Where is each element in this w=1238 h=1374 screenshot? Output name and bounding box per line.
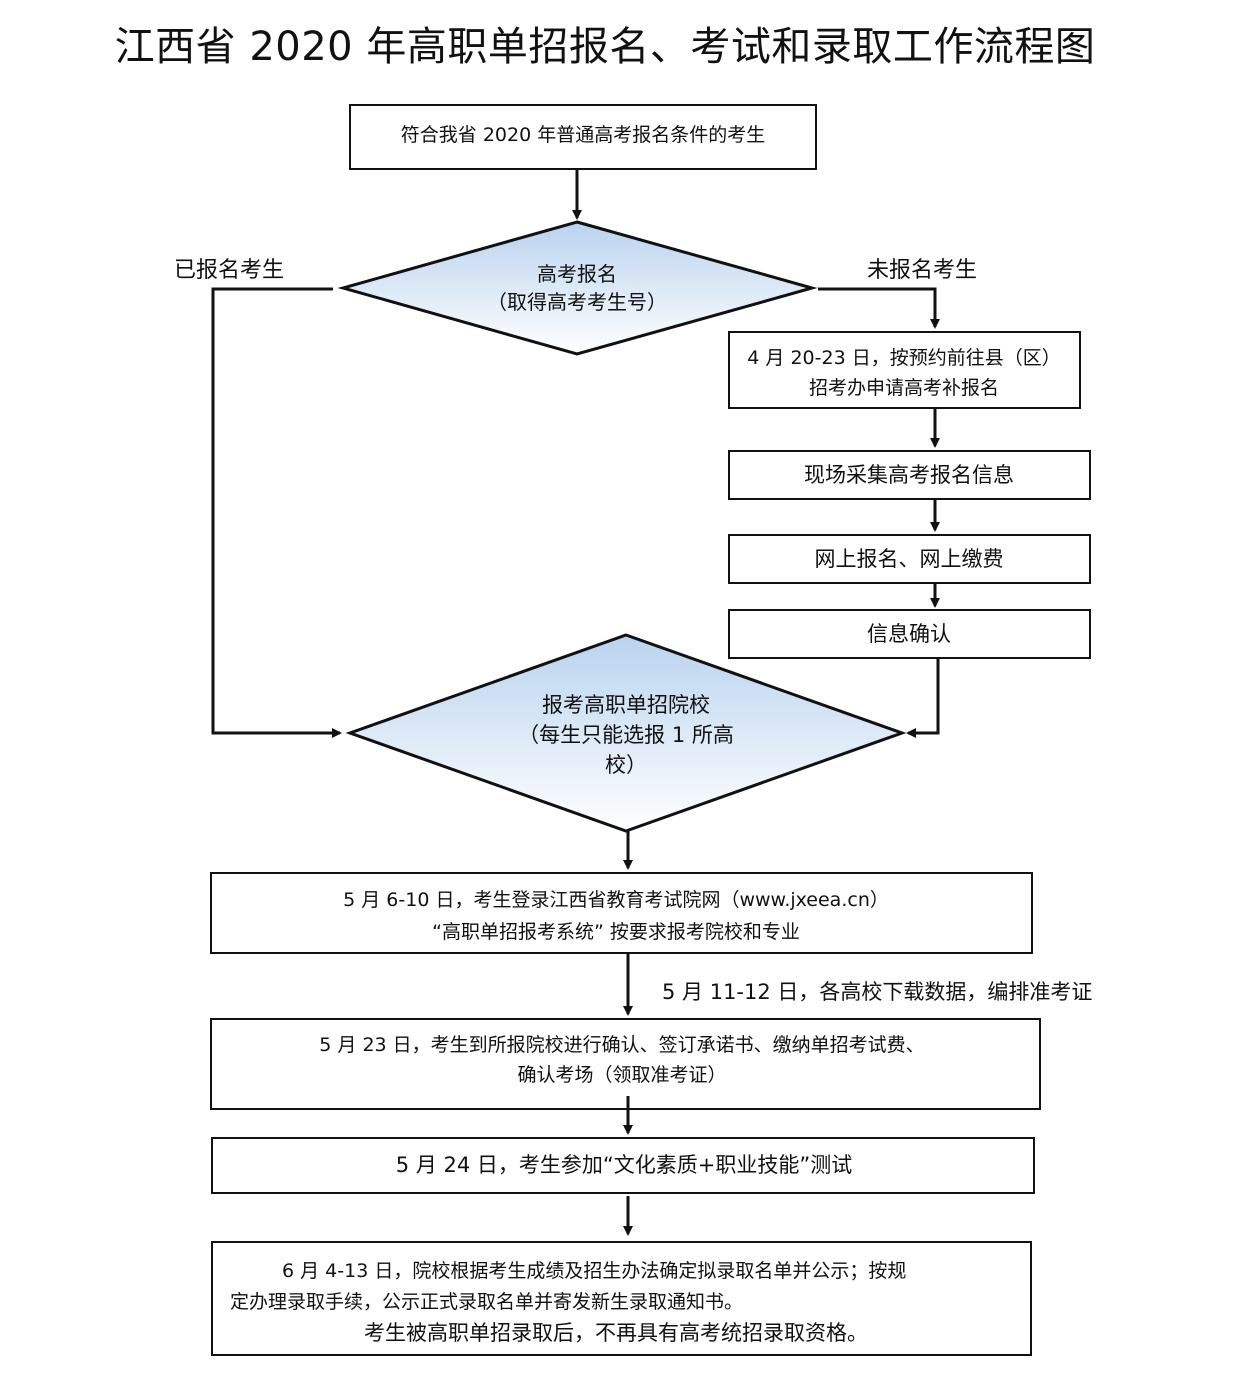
registered-label: 已报名考生 bbox=[174, 258, 284, 283]
node-start: 符合我省 2020 年普通高考报名条件的考生 bbox=[349, 104, 817, 170]
node-exam: 5 月 24 日，考生参加“文化素质+职业技能”测试 bbox=[211, 1137, 1035, 1194]
collect-box bbox=[728, 450, 1091, 500]
admission-text-1: 6 月 4-13 日，院校根据考生成绩及招生办法确定拟录取名单并公示；按规 bbox=[282, 1260, 906, 1282]
admission-text-2: 定办理录取手续，公示正式录取名单并寄发新生录取通知书。 bbox=[230, 1291, 743, 1313]
signup-diamond bbox=[337, 220, 818, 356]
node-gaokao-signup: 高考报名 （取得高考考生号） bbox=[337, 220, 818, 356]
school-confirm-box bbox=[210, 1018, 1041, 1110]
online-apply-box bbox=[210, 872, 1033, 954]
node-admission: 6 月 4-13 日，院校根据考生成绩及招生办法确定拟录取名单并公示；按规 定办… bbox=[211, 1241, 1032, 1356]
start-box bbox=[349, 104, 817, 170]
supplement-text-1: 4 月 20-23 日，按预约前往县（区） bbox=[747, 347, 1060, 369]
unregistered-label: 未报名考生 bbox=[867, 258, 977, 283]
supplement-box bbox=[728, 331, 1081, 409]
node-collect-info: 现场采集高考报名信息 bbox=[728, 450, 1091, 500]
apply-diamond bbox=[345, 633, 907, 833]
online-signup-text: 网上报名、网上缴费 bbox=[815, 547, 1004, 571]
page-title: 江西省 2020 年高职单招报名、考试和录取工作流程图 bbox=[114, 24, 1096, 70]
collect-text: 现场采集高考报名信息 bbox=[804, 463, 1014, 487]
arrow-unregistered-branch bbox=[818, 287, 940, 329]
admission-box bbox=[211, 1241, 1032, 1356]
arrow-confirm-to-apply bbox=[906, 658, 940, 738]
online-apply-text-1: 5 月 6-10 日，考生登录江西省教育考试院网（www.jxeea.cn） bbox=[343, 889, 889, 911]
admission-text-3: 考生被高职单招录取后，不再具有高考统招录取资格。 bbox=[364, 1321, 868, 1345]
node-confirm-info: 信息确认 bbox=[728, 609, 1091, 659]
apply-text-1: 报考高职单招院校 bbox=[542, 693, 710, 717]
online-apply-text-2: “高职单招报考系统” 按要求报考院校和专业 bbox=[432, 921, 800, 943]
school-confirm-text-2: 确认考场（领取准考证） bbox=[517, 1064, 726, 1086]
exam-box bbox=[211, 1137, 1035, 1194]
node-apply-school: 报考高职单招院校 （每生只能选报 1 所高 校） bbox=[345, 633, 907, 833]
signup-text-1: 高考报名 bbox=[537, 262, 617, 286]
arrow-registered-branch bbox=[211, 287, 342, 738]
school-confirm-text-1: 5 月 23 日，考生到所报院校进行确认、签订承诺书、缴纳单招考试费、 bbox=[319, 1034, 924, 1056]
node-supplement-signup: 4 月 20-23 日，按预约前往县（区） 招考办申请高考补报名 bbox=[728, 331, 1081, 409]
signup-text-2: （取得高考考生号） bbox=[487, 290, 667, 314]
supplement-text-2: 招考办申请高考补报名 bbox=[809, 377, 999, 399]
online-signup-box bbox=[728, 534, 1091, 584]
start-text: 符合我省 2020 年普通高考报名条件的考生 bbox=[401, 124, 765, 146]
confirm-text: 信息确认 bbox=[867, 622, 951, 646]
node-online-apply: 5 月 6-10 日，考生登录江西省教育考试院网（www.jxeea.cn） “… bbox=[210, 872, 1033, 954]
download-note: 5 月 11-12 日，各高校下载数据，编排准考证 bbox=[662, 980, 1092, 1004]
exam-text: 5 月 24 日，考生参加“文化素质+职业技能”测试 bbox=[396, 1153, 852, 1177]
confirm-box bbox=[728, 609, 1091, 659]
node-online-signup: 网上报名、网上缴费 bbox=[728, 534, 1091, 584]
apply-text-2: （每生只能选报 1 所高 bbox=[518, 723, 734, 747]
apply-text-3: 校） bbox=[605, 753, 647, 777]
node-school-confirm: 5 月 23 日，考生到所报院校进行确认、签订承诺书、缴纳单招考试费、 确认考场… bbox=[210, 1018, 1041, 1110]
